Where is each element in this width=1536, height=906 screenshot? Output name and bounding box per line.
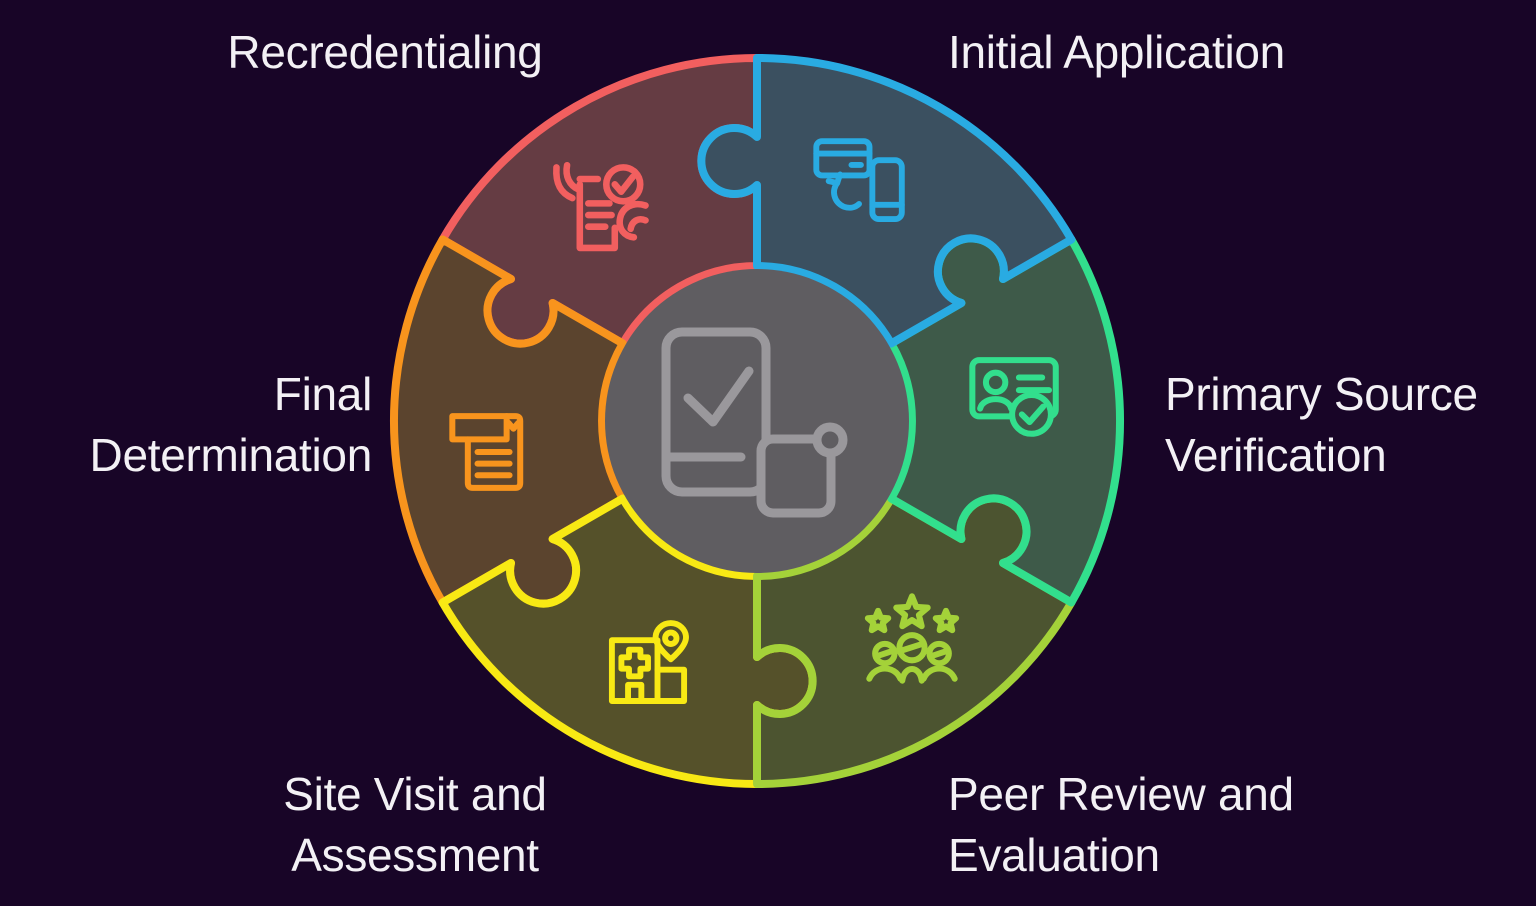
label-site-visit-assessment: Site Visit and Assessment xyxy=(115,764,715,886)
label-line: Peer Review and xyxy=(948,768,1294,820)
label-recredentialing: Recredentialing xyxy=(85,22,685,83)
document-check-icon xyxy=(661,327,848,518)
label-line: Evaluation xyxy=(948,829,1160,881)
document-checklist-icon xyxy=(449,413,524,491)
label-line: Assessment xyxy=(291,829,539,881)
puzzle-piece-initial-application xyxy=(697,54,1076,348)
team-stars-icon xyxy=(864,593,960,684)
id-card-check-icon xyxy=(969,357,1059,437)
credit-card-phone-sync-icon xyxy=(813,138,905,223)
label-primary-source-verification: Primary Source Verification xyxy=(1165,364,1478,486)
label-initial-application: Initial Application xyxy=(948,22,1285,83)
center-circle xyxy=(605,269,909,573)
label-line: Primary Source xyxy=(1165,368,1478,420)
hands-document-check-icon xyxy=(553,161,649,252)
hospital-location-icon xyxy=(608,620,689,704)
label-peer-review-evaluation: Peer Review and Evaluation xyxy=(948,764,1294,886)
label-line: Determination xyxy=(89,429,373,481)
label-line: Initial Application xyxy=(948,26,1285,78)
label-line: Verification xyxy=(1165,429,1387,481)
label-line: Site Visit and xyxy=(283,768,547,820)
label-line: Recredentialing xyxy=(227,26,543,78)
label-line: Final xyxy=(273,368,373,420)
label-final-determination: Final Determination xyxy=(0,364,373,486)
